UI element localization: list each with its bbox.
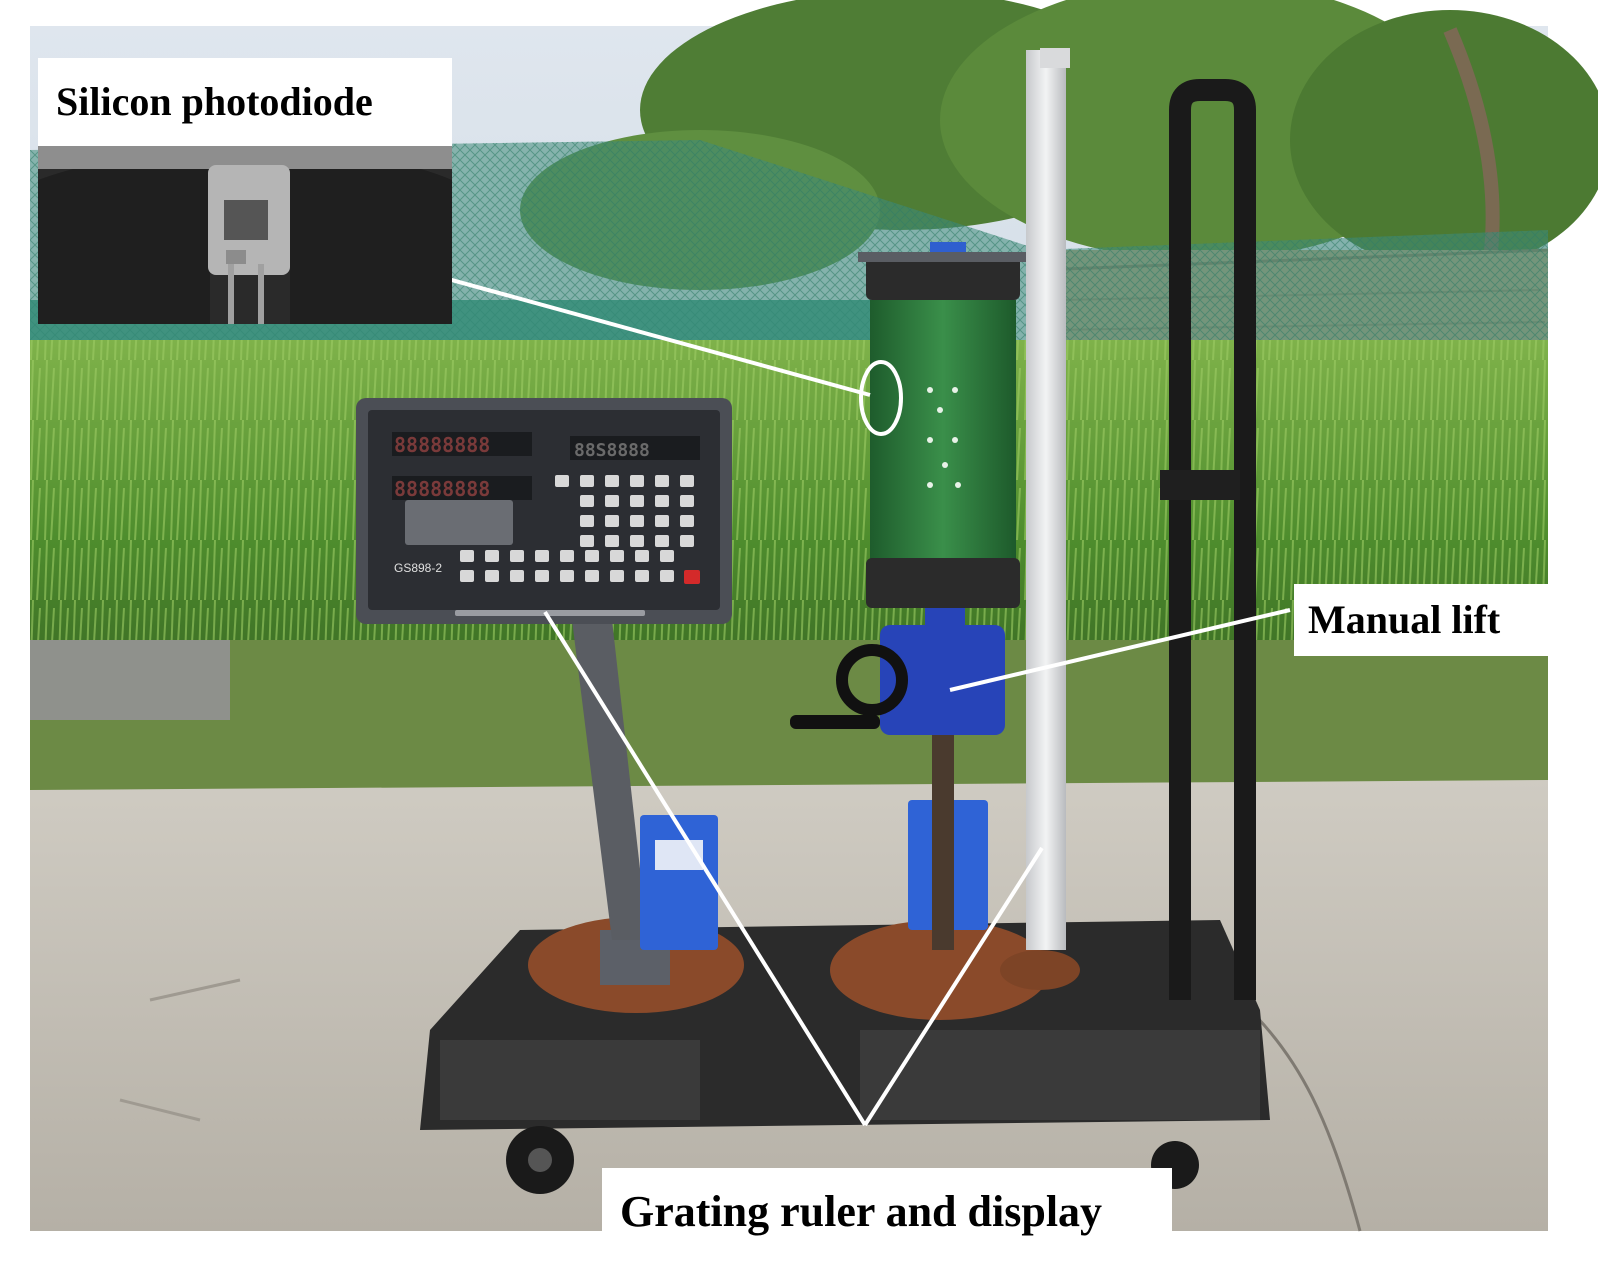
battery-left xyxy=(640,815,718,950)
readout-y: 88888888 xyxy=(394,477,490,501)
green-tube xyxy=(870,300,1016,560)
console-model: GS898-2 xyxy=(394,561,442,575)
photodiode-inset-photo xyxy=(38,144,452,324)
tube-cap-bottom xyxy=(866,558,1020,608)
digital-readout-console xyxy=(356,398,732,624)
grating-ruler-rail xyxy=(1026,50,1066,950)
grating-ruler-label: Grating ruler and display xyxy=(602,1168,1172,1254)
readout-x: 88888888 xyxy=(394,433,490,457)
lead-screw xyxy=(932,700,954,950)
weeds xyxy=(30,640,1548,790)
console-stand xyxy=(572,620,648,940)
readout-z: 88S8888 xyxy=(574,440,650,461)
hand-wheel xyxy=(836,644,908,716)
photodiode-marker-circle xyxy=(859,360,903,436)
lift-callout-line xyxy=(949,608,1291,692)
worm-gear-lift xyxy=(880,625,1005,735)
ruler-callout-line xyxy=(863,846,1044,1127)
manual-lift-label: Manual lift xyxy=(1294,584,1572,656)
photodiode-label: Silicon photodiode xyxy=(38,58,452,146)
display-callout-line xyxy=(543,610,867,1127)
base-plate-right xyxy=(830,920,1050,1020)
tube-cap-top xyxy=(866,255,1020,300)
